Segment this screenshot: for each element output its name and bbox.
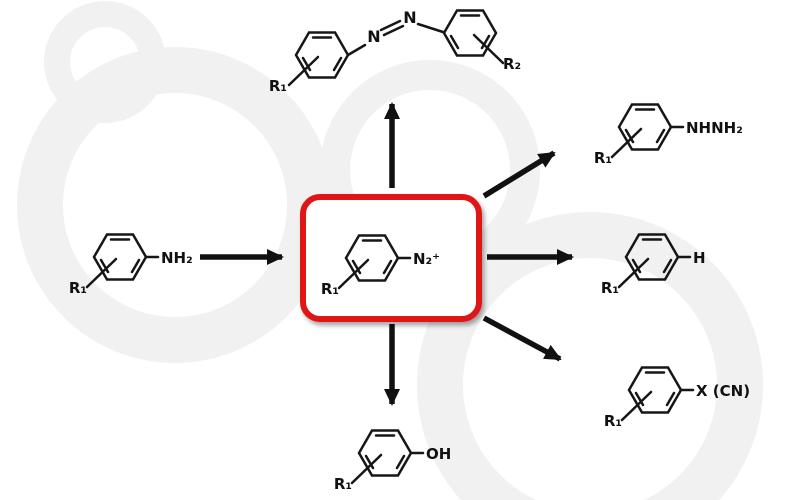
bond-line <box>346 43 367 57</box>
substituent-label: R₁ <box>594 149 612 167</box>
benzene-ring <box>287 31 350 87</box>
benzene-ring <box>620 366 683 422</box>
benzene-ring <box>442 9 505 65</box>
arrow-to-substitution <box>482 315 562 362</box>
group-label: OH <box>426 445 451 463</box>
substituent-label: R₁ <box>269 77 287 95</box>
arrow-to-hydrazine <box>482 150 556 199</box>
molecule-substitution: R₁ X (CN) <box>604 366 750 430</box>
watermark-swirl <box>44 1 166 123</box>
group-label: NH₂ <box>161 249 193 267</box>
group-label: X (CN) <box>696 382 750 400</box>
molecule-diazonium: R₁ N₂⁺ <box>321 234 440 298</box>
nitrogen-label: N <box>367 27 380 46</box>
double-bond-line <box>382 24 405 37</box>
benzene-ring <box>85 233 148 289</box>
molecule-arene: R₁ H <box>601 233 706 297</box>
watermark-swirl <box>417 212 763 500</box>
substituent-label: R₁ <box>321 280 339 298</box>
molecule-phenol: R₁ OH <box>334 429 451 493</box>
molecule-hydrazine: R₁ NHNH₂ <box>594 103 743 167</box>
group-label: H <box>693 249 706 267</box>
molecule-azo: R₁ N N R₂ <box>269 8 521 95</box>
substituent-label: R₁ <box>334 475 352 493</box>
group-label: N₂⁺ <box>413 250 440 268</box>
highlight-box <box>300 194 482 322</box>
nitrogen-label: N <box>403 8 416 27</box>
group-label: NHNH₂ <box>686 119 743 137</box>
benzene-ring <box>610 103 673 159</box>
substituent-label: R₁ <box>604 412 622 430</box>
substituent-label: R₂ <box>503 55 521 73</box>
bond-line <box>416 22 445 34</box>
benzene-ring <box>350 429 413 485</box>
molecule-aniline: R₁ NH₂ <box>69 233 193 297</box>
substituent-label: R₁ <box>601 279 619 297</box>
substituent-label: R₁ <box>69 279 87 297</box>
double-bond-line <box>379 19 402 32</box>
